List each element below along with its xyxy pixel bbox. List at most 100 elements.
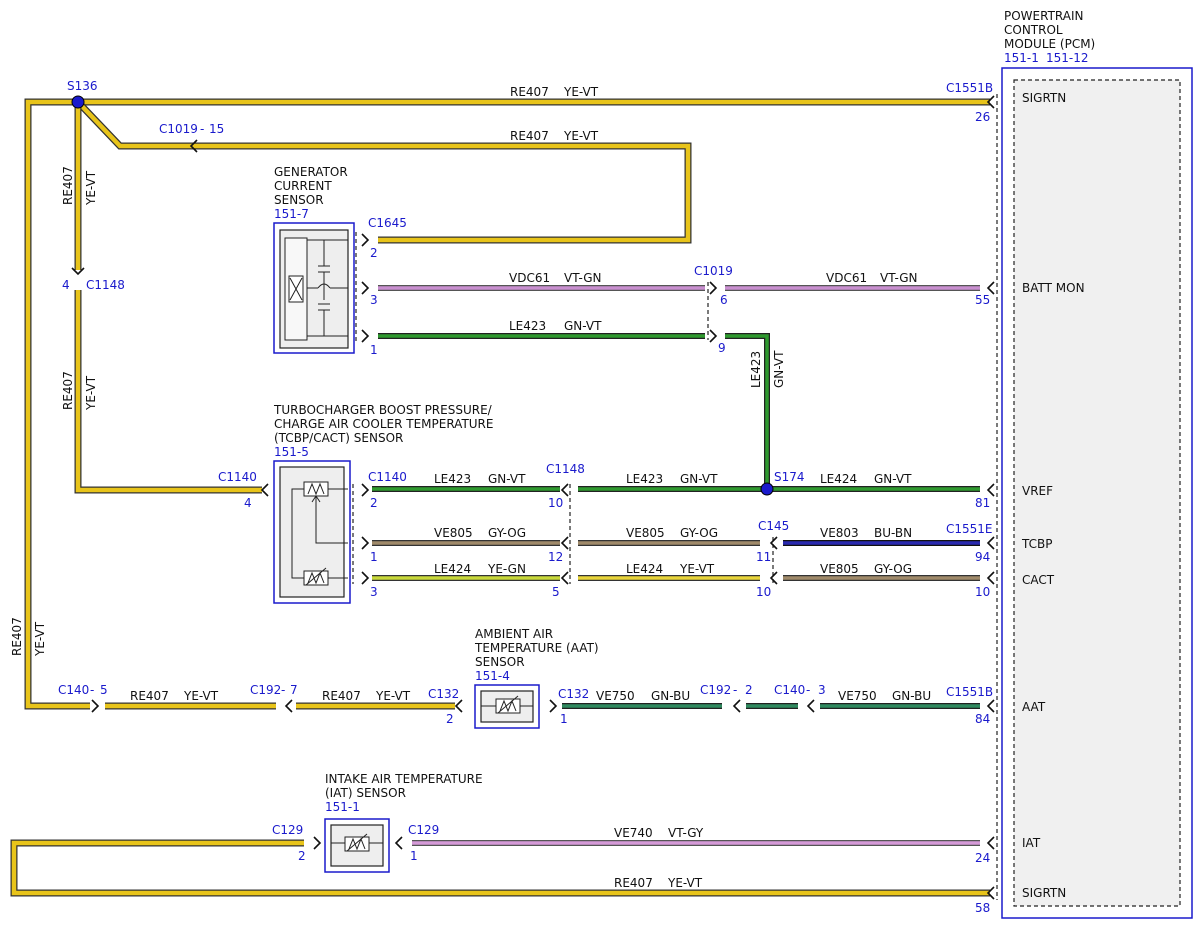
pcm-module[interactable]: POWERTRAIN CONTROL MODULE (PCM) 151-1 15… — [1001, 9, 1193, 919]
pcm-title-2: CONTROL — [1004, 23, 1063, 37]
conn-c1645[interactable]: C1645 — [368, 216, 407, 230]
wl-ve750-1-c: VE750 — [596, 689, 635, 703]
splice-s136-label: S136 — [67, 79, 98, 93]
aat-title-1: AMBIENT AIR — [475, 627, 553, 641]
wl-vdc-r-k: VT-GN — [880, 271, 917, 285]
aat-ref[interactable]: 151-4 — [475, 669, 510, 683]
pin-10-c145: 10 — [756, 585, 771, 599]
gen-ref[interactable]: 151-7 — [274, 207, 309, 221]
pin-26: 26 — [975, 110, 990, 124]
wl-le424-vref-c: LE424 — [820, 472, 857, 486]
wl-re407-b-k: YE-VT — [667, 876, 703, 890]
wl-vdc-l-k: VT-GN — [564, 271, 601, 285]
aat-title-3: SENSOR — [475, 655, 525, 669]
pin-11: 11 — [756, 550, 771, 564]
wl-le424-vref-k: GN-VT — [874, 472, 912, 486]
wl-le423-vert-c: LE423 — [749, 351, 763, 388]
iat-title-2: (IAT) SENSOR — [325, 786, 406, 800]
generator-current-sensor[interactable]: GENERATOR CURRENT SENSOR 151-7 — [273, 165, 355, 354]
pin-84: 84 — [975, 712, 990, 726]
pin-4-c1148: 4 — [62, 278, 70, 292]
conn-c1019-mid[interactable]: C1019 — [694, 264, 733, 278]
conn-c140-3[interactable]: C140 — [774, 683, 805, 697]
conn-c132-left[interactable]: C132 — [428, 687, 459, 701]
conn-c140-5[interactable]: C140 — [58, 683, 89, 697]
pin-58: 58 — [975, 901, 990, 915]
conn-c1140-right[interactable]: C1140 — [368, 470, 407, 484]
tcbp-cact-sensor[interactable]: TURBOCHARGER BOOST PRESSURE/ CHARGE AIR … — [273, 403, 493, 604]
wl-le423-vert-k: GN-VT — [772, 350, 786, 388]
conn-c192-7-pin: 7 — [290, 683, 298, 697]
wl-re407-b-c: RE407 — [614, 876, 653, 890]
wl-v3-c: RE407 — [10, 617, 24, 656]
wire-re407-network[interactable] — [10, 98, 990, 897]
splice-s174[interactable] — [760, 482, 774, 496]
tcbp-title-3: (TCBP/CACT) SENSOR — [274, 431, 403, 445]
conn-c1551e[interactable]: C1551E — [946, 522, 993, 536]
wl-re407-aat1-k: YE-VT — [183, 689, 219, 703]
wl-ve805-m-k: GY-OG — [680, 526, 718, 540]
pcm-ref-2[interactable]: 151-12 — [1046, 51, 1089, 65]
conn-c1551b-top[interactable]: C1551B — [946, 81, 993, 95]
aat-sensor[interactable]: AMBIENT AIR TEMPERATURE (AAT) SENSOR 151… — [474, 627, 599, 729]
pin-tcbp-2: 2 — [370, 496, 378, 510]
wl-re407-aat2-c: RE407 — [322, 689, 361, 703]
conn-c1019-15[interactable]: C1019 — [159, 122, 198, 136]
gen-title-1: GENERATOR — [274, 165, 348, 179]
pin-gen-2: 2 — [370, 246, 378, 260]
wl-le423-mid-c: LE423 — [626, 472, 663, 486]
wl-ve805-r-k: GY-OG — [874, 562, 912, 576]
pin-tcbp-1: 1 — [370, 550, 378, 564]
wire-le423-le424[interactable] — [372, 333, 980, 492]
conn-c132-right[interactable]: C132 — [558, 687, 589, 701]
iat-ref[interactable]: 151-1 — [325, 800, 360, 814]
pcm-pin-iat: IAT — [1022, 836, 1041, 850]
pin-tcbp-3: 3 — [370, 585, 378, 599]
wl-ve750-1-k: GN-BU — [651, 689, 690, 703]
wl-ve750-2-k: GN-BU — [892, 689, 931, 703]
splice-s136[interactable] — [71, 95, 85, 109]
pin-6: 6 — [720, 293, 728, 307]
pin-12: 12 — [548, 550, 563, 564]
tcbp-ref[interactable]: 151-5 — [274, 445, 309, 459]
wire-ve805-ve803[interactable] — [372, 540, 980, 581]
wl-loop-k: YE-VT — [563, 129, 599, 143]
wl-ve805-r-c: VE805 — [820, 562, 859, 576]
wl-le423-tcbp-c: LE423 — [434, 472, 471, 486]
conn-c145[interactable]: C145 — [758, 519, 789, 533]
pin-iat-1: 1 — [410, 849, 418, 863]
gen-title-3: SENSOR — [274, 193, 324, 207]
wl-v1-k: YE-VT — [84, 170, 98, 206]
wl-v1-c: RE407 — [61, 166, 75, 205]
pin-94: 94 — [975, 550, 990, 564]
conn-c129-right[interactable]: C129 — [408, 823, 439, 837]
wl-le424-l-c: LE424 — [434, 562, 471, 576]
conn-c192-7[interactable]: C192 — [250, 683, 281, 697]
wire-labels: RE407 YE-VT RE407 YE-VT VDC61 VT-GN VDC6… — [130, 85, 931, 890]
conn-c1551b-aat[interactable]: C1551B — [946, 685, 993, 699]
wl-vdc-l-c: VDC61 — [509, 271, 550, 285]
conn-c1140-left[interactable]: C1140 — [218, 470, 257, 484]
conn-c192-2[interactable]: C192 — [700, 683, 731, 697]
wl-ve805-m-c: VE805 — [626, 526, 665, 540]
pin-5: 5 — [552, 585, 560, 599]
wl-le423-mid-k: GN-VT — [680, 472, 718, 486]
pcm-title-3: MODULE (PCM) — [1004, 37, 1095, 51]
wl-ve803-c: VE803 — [820, 526, 859, 540]
conn-c129-left[interactable]: C129 — [272, 823, 303, 837]
pin-4-c1140: 4 — [244, 496, 252, 510]
pin-aat-1: 1 — [560, 712, 568, 726]
conn-c1148-mid[interactable]: C1148 — [546, 462, 585, 476]
conn-c1148-left[interactable]: C1148 — [86, 278, 125, 292]
pin-gen-3: 3 — [370, 293, 378, 307]
gen-title-2: CURRENT — [274, 179, 332, 193]
wl-ve803-k: BU-BN — [874, 526, 912, 540]
wl-ve750-2-c: VE750 — [838, 689, 877, 703]
pin-24: 24 — [975, 851, 990, 865]
iat-sensor[interactable]: INTAKE AIR TEMPERATURE (IAT) SENSOR 151-… — [324, 772, 483, 873]
iat-title-1: INTAKE AIR TEMPERATURE — [325, 772, 483, 786]
wl-top-k: YE-VT — [563, 85, 599, 99]
pcm-ref-1[interactable]: 151-1 — [1004, 51, 1039, 65]
pcm-title-1: POWERTRAIN — [1004, 9, 1084, 23]
